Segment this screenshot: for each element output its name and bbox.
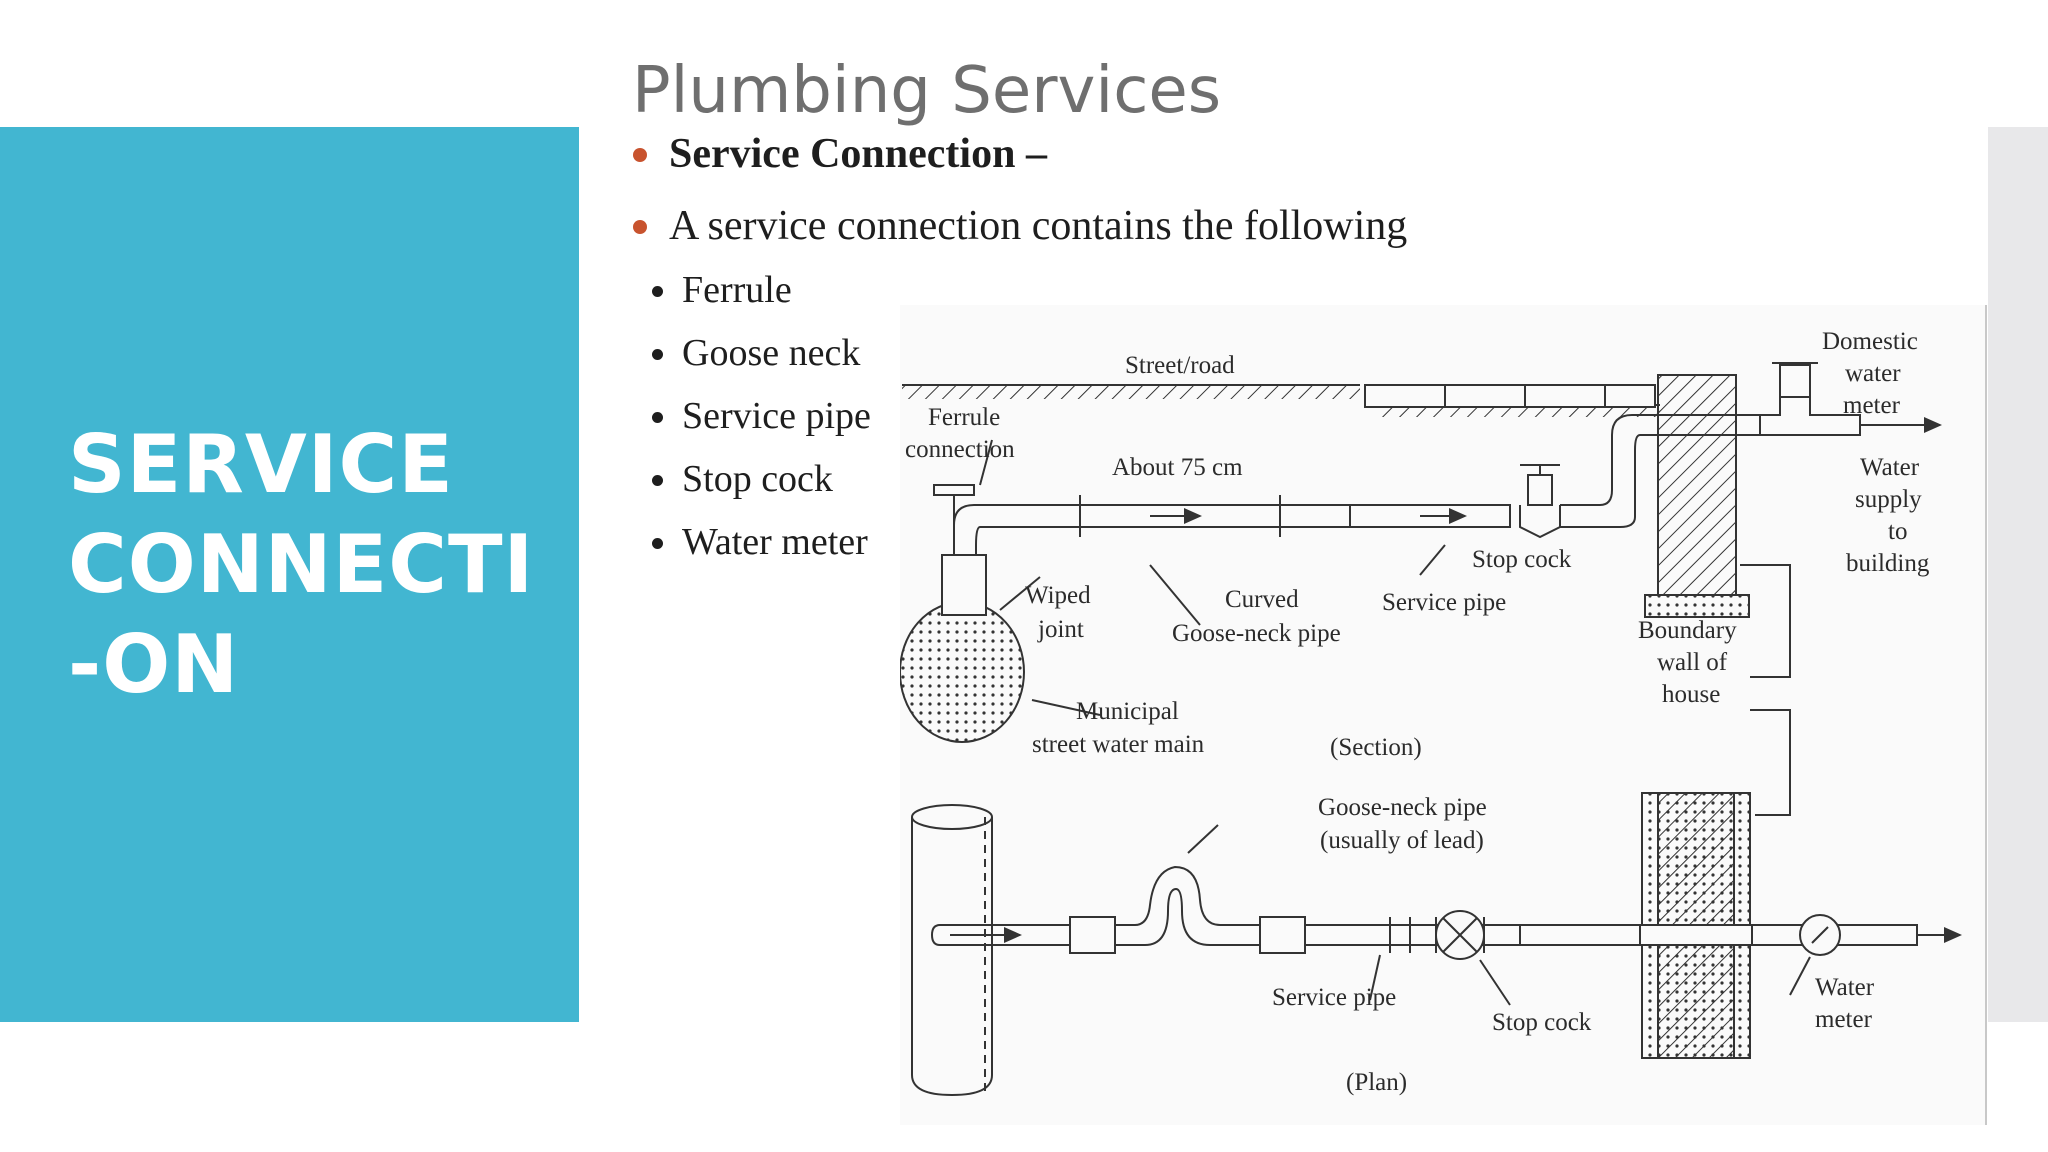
road-slab xyxy=(1364,384,1656,408)
label-curved: Curved xyxy=(1225,586,1299,613)
ground-hatch xyxy=(902,385,1360,399)
section-title: SERVICE CONNECTI -ON xyxy=(68,415,534,715)
section-title-line-3: -ON xyxy=(68,618,240,711)
sub-bullet-dot xyxy=(652,286,663,297)
boundary-wall-section xyxy=(1657,374,1737,596)
label-joint: joint xyxy=(1037,616,1084,643)
service-connection-diagram: Street/road Ferrule connection About 75 … xyxy=(899,305,1987,1125)
label-section: (Section) xyxy=(1330,734,1422,761)
label-about-75cm: About 75 cm xyxy=(1112,454,1243,481)
goose-neck-plan xyxy=(1115,865,1260,926)
label-plan: (Plan) xyxy=(1346,1069,1407,1096)
label-meter-plan: meter xyxy=(1815,1006,1873,1033)
label-water-supply: Water xyxy=(1860,454,1920,481)
bullet-dot xyxy=(633,220,647,234)
label-ferrule: Ferrule xyxy=(928,404,1000,431)
bullet-contains: A service connection contains the follow… xyxy=(669,203,1408,249)
right-edge-bar xyxy=(1988,127,2048,1022)
diagram-svg: Street/road Ferrule connection About 75 … xyxy=(899,328,1962,1097)
label-ferrule-connection: connection xyxy=(905,436,1015,463)
label-service-pipe-section: Service pipe xyxy=(1382,589,1506,616)
street-main-section xyxy=(899,601,1025,743)
stop-cock-section xyxy=(1527,474,1553,506)
sub-bullet-dot xyxy=(652,349,663,360)
label-wall-of: wall of xyxy=(1657,649,1728,676)
domestic-meter xyxy=(1779,364,1811,398)
street-main-plan xyxy=(911,817,993,1097)
label-goose-neck-pipe: Goose-neck pipe xyxy=(1172,620,1341,647)
label-stop-cock-section: Stop cock xyxy=(1472,546,1572,573)
label-water-meter-plan: Water xyxy=(1815,974,1875,1001)
sub-bullet-stop-cock: Stop cock xyxy=(682,458,833,500)
label-domestic: Domestic xyxy=(1822,328,1918,355)
bullet-dot xyxy=(633,148,647,162)
ferrule-section xyxy=(933,484,975,496)
label-building: building xyxy=(1846,550,1930,577)
sub-bullet-water-meter: Water meter xyxy=(682,521,868,563)
title-panel xyxy=(0,127,579,1022)
bullet-service-connection: Service Connection – xyxy=(669,131,1047,177)
sub-bullet-dot xyxy=(652,475,663,486)
sub-bullet-ferrule: Ferrule xyxy=(682,269,792,311)
sub-bullet-goose-neck: Goose neck xyxy=(682,332,861,374)
slide-title: Plumbing Services xyxy=(632,54,1222,128)
label-house: house xyxy=(1662,681,1720,708)
label-municipal: Municipal xyxy=(1076,698,1179,725)
label-to: to xyxy=(1888,518,1907,545)
label-supply: supply xyxy=(1855,486,1922,513)
label-service-pipe-plan: Service pipe xyxy=(1272,984,1396,1011)
section-title-line-1: SERVICE xyxy=(68,418,454,511)
section-title-line-2: CONNECTI xyxy=(68,518,535,611)
sub-bullet-service-pipe: Service pipe xyxy=(682,395,871,437)
label-goose-neck-plan: Goose-neck pipe xyxy=(1318,794,1487,821)
label-meter: meter xyxy=(1843,392,1901,419)
label-street-road: Street/road xyxy=(1125,352,1235,379)
label-street-water-main: street water main xyxy=(1032,731,1205,758)
label-water: water xyxy=(1845,360,1901,387)
sub-bullet-dot xyxy=(652,538,663,549)
sub-bullet-dot xyxy=(652,412,663,423)
label-usually-of-lead: (usually of lead) xyxy=(1320,827,1484,854)
label-wiped: Wiped xyxy=(1025,582,1091,609)
label-stop-cock-plan: Stop cock xyxy=(1492,1009,1592,1036)
label-boundary: Boundary xyxy=(1638,617,1737,644)
